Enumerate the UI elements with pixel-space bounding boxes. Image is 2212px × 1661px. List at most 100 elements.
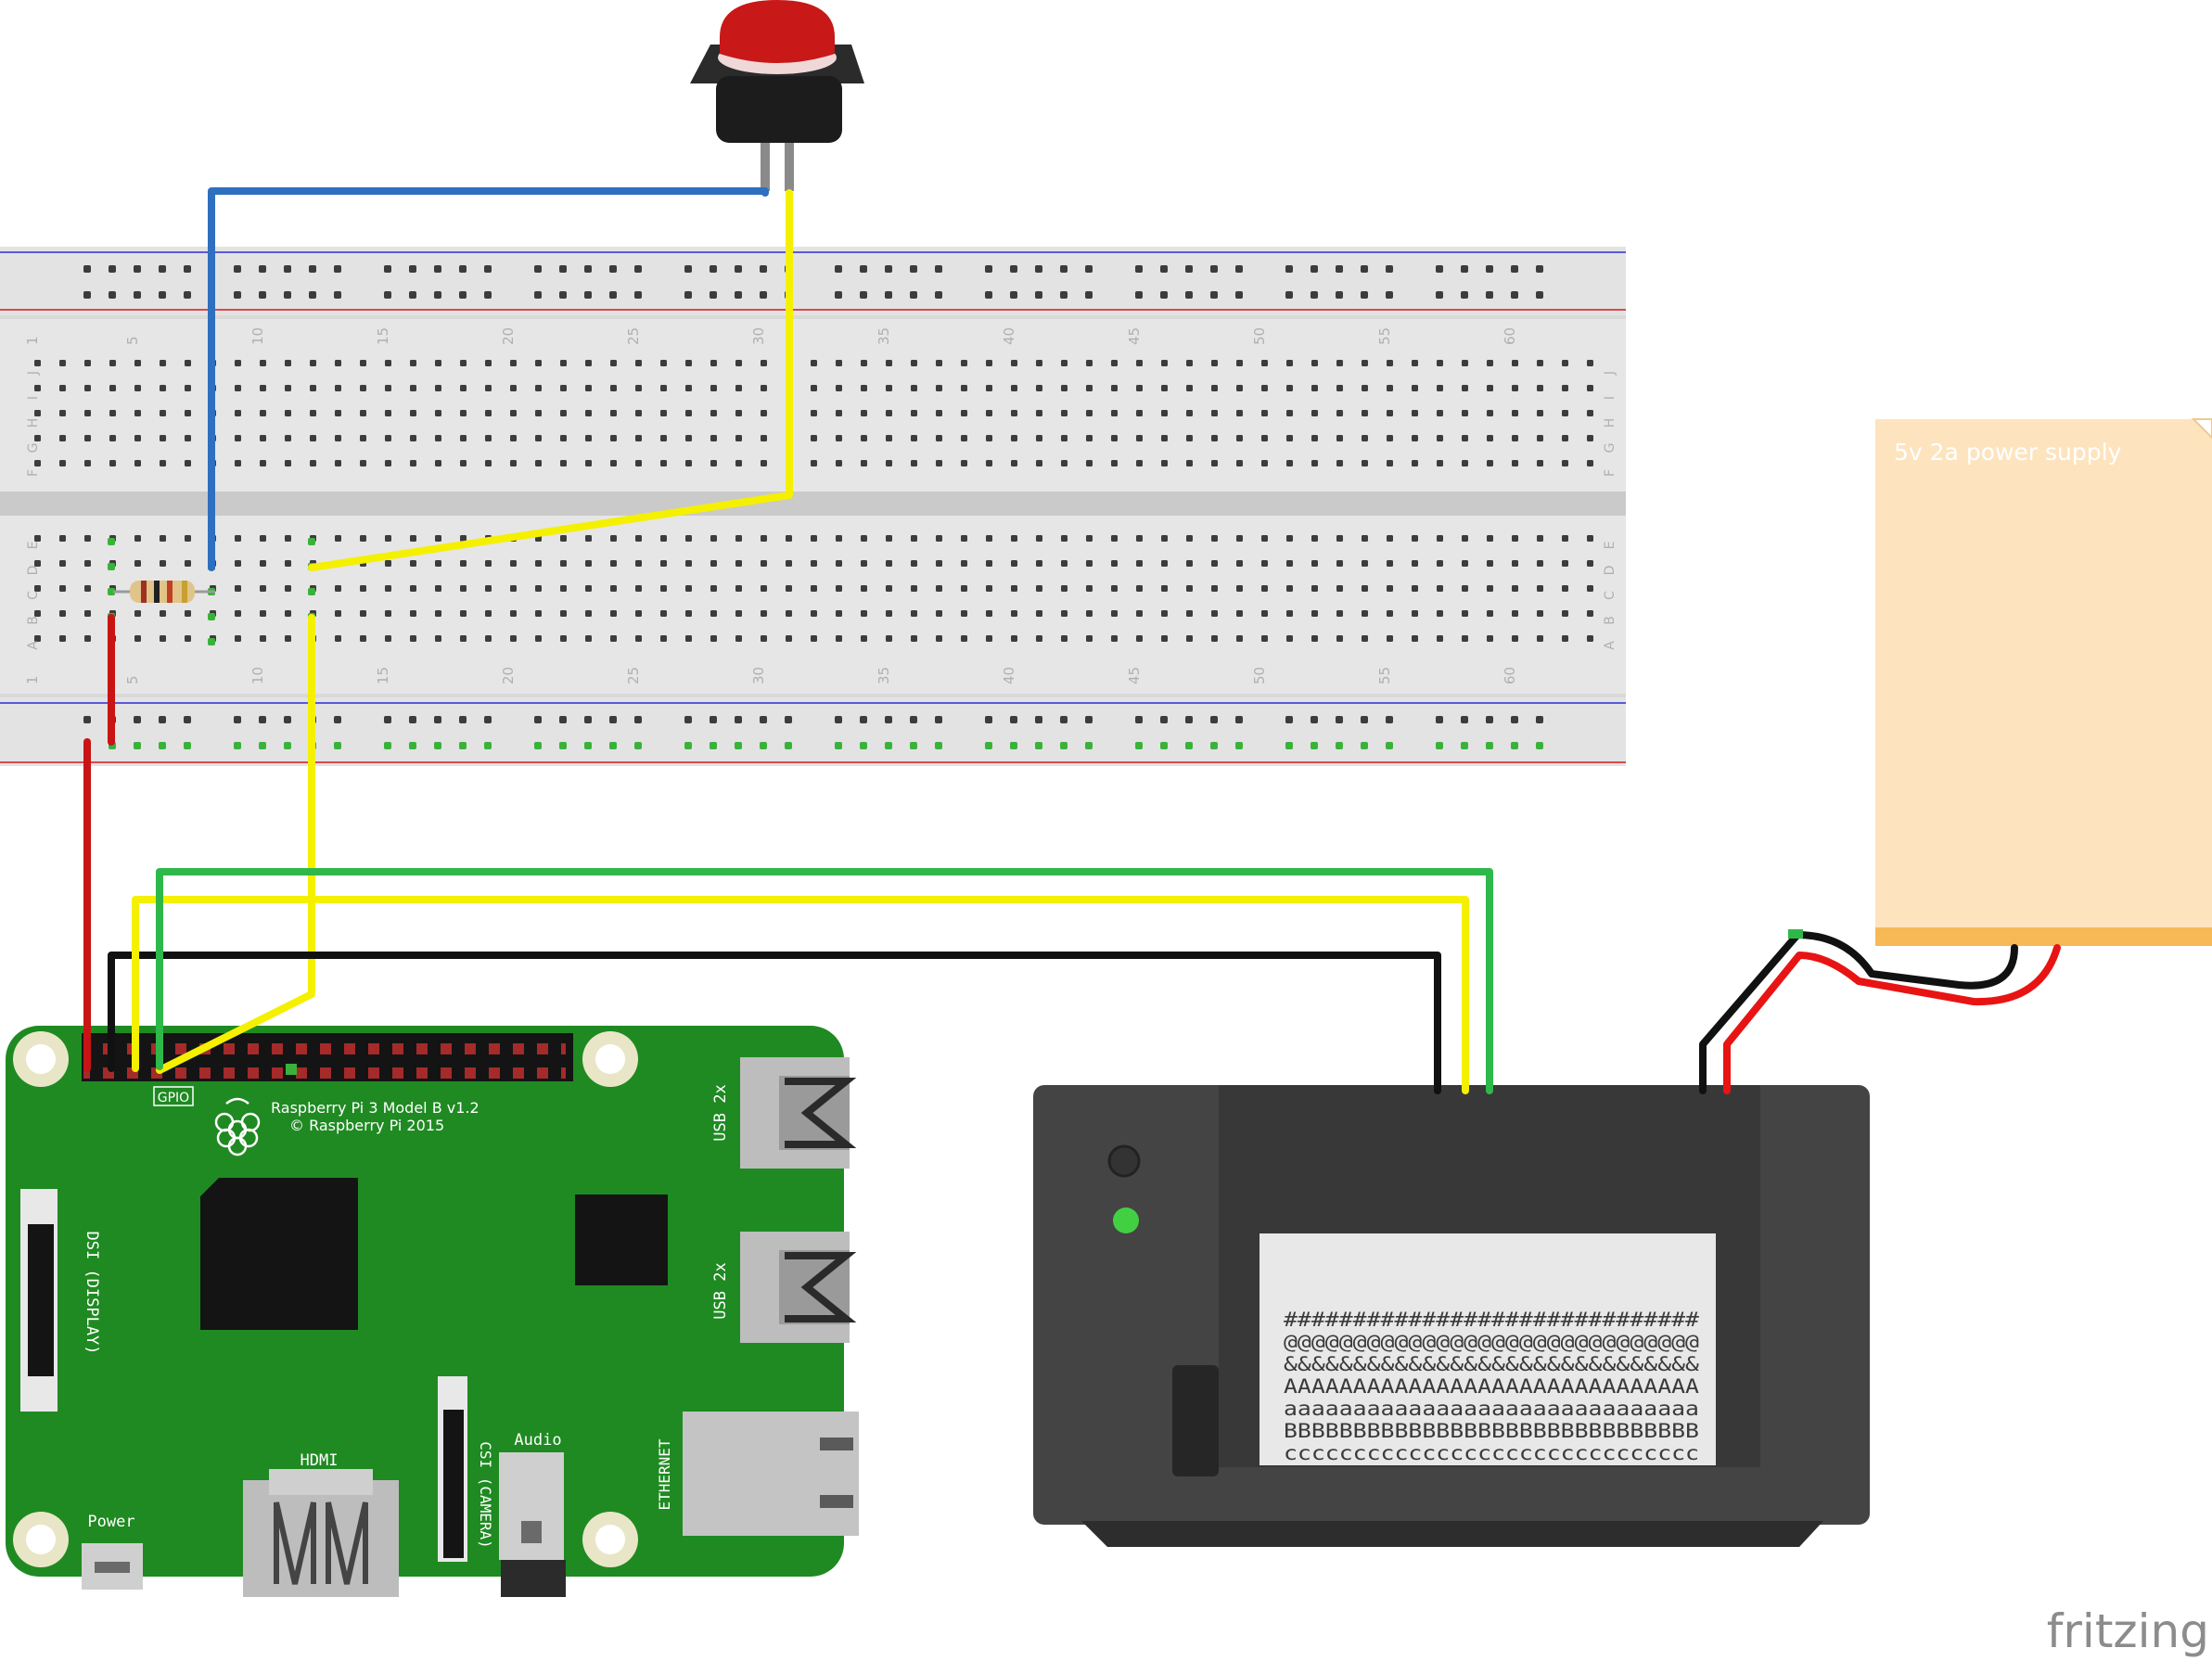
rail-hole [1185, 291, 1193, 299]
rail-hole [1361, 716, 1368, 723]
thermal-printer: ##############################@@@@@@@@@@… [1033, 1085, 1870, 1547]
rail-hole [1461, 742, 1468, 749]
paper-line: aaaaaaaaaaaaaaaaaaaaaaaaaaaaaa [1284, 1398, 1699, 1420]
rail-hole [259, 716, 266, 723]
rail-hole [159, 716, 166, 723]
csi-connector[interactable] [438, 1376, 467, 1562]
audio-jack[interactable] [499, 1452, 566, 1597]
rail-hole [1511, 291, 1518, 299]
rail-hole [534, 716, 542, 723]
rail-hole [1386, 265, 1393, 273]
rail-hole [935, 716, 942, 723]
ethernet-port[interactable] [683, 1412, 859, 1536]
push-button[interactable] [690, 0, 864, 191]
hdmi-port[interactable] [243, 1469, 399, 1597]
rail-hole [284, 265, 291, 273]
rail-hole [1536, 265, 1543, 273]
rail-hole [885, 291, 892, 299]
rail-hole [684, 265, 692, 273]
gpio-pin-green[interactable] [286, 1064, 297, 1075]
rail-hole [1361, 742, 1368, 749]
rail-hole [1135, 265, 1143, 273]
rail-hole [935, 742, 942, 749]
rail-hole [1085, 742, 1093, 749]
column-number-bottom: 50 [1251, 667, 1268, 684]
rail-hole [1285, 742, 1293, 749]
rail-hole [234, 265, 241, 273]
rail-hole [184, 716, 191, 723]
rail-hole [1336, 291, 1343, 299]
column-number-top: 40 [1001, 327, 1017, 345]
printer-base [1081, 1521, 1823, 1547]
rail-hole [1311, 291, 1318, 299]
rail-hole [1285, 716, 1293, 723]
rail-hole [1436, 742, 1443, 749]
rail-hole [835, 291, 842, 299]
rail-hole [184, 742, 191, 749]
rail-hole [409, 742, 416, 749]
rail-hole [1486, 716, 1493, 723]
rail-hole [1160, 291, 1168, 299]
column-number-bottom: 5 [124, 675, 141, 684]
rail-hole [559, 291, 567, 299]
row-letter: F [1603, 469, 1617, 477]
rail-hole [684, 742, 692, 749]
rail-hole [1486, 291, 1493, 299]
usb-port-bottom[interactable] [740, 1232, 857, 1343]
paper-line: &&&&&&&&&&&&&&&&&&&&&&&&&&&&&& [1284, 1353, 1699, 1375]
usb-port-top[interactable] [740, 1057, 857, 1169]
gpio-pins[interactable] [83, 1033, 566, 1081]
column-number-bottom: 35 [876, 667, 892, 684]
rail-hole [1085, 291, 1093, 299]
rail-hole [1135, 291, 1143, 299]
rail-hole [1060, 716, 1068, 723]
dsi-connector[interactable] [20, 1189, 58, 1412]
rail-hole [1386, 291, 1393, 299]
rail-hole [409, 291, 416, 299]
rail-hole [584, 742, 592, 749]
rail-hole [134, 716, 141, 723]
rail-hole [459, 265, 467, 273]
printer-paper-text: ##############################@@@@@@@@@@… [1284, 1309, 1699, 1464]
row-letter: A [1603, 641, 1617, 650]
rail-hole [309, 265, 316, 273]
column-number-top: 35 [876, 327, 892, 345]
row-letter: D [26, 566, 41, 576]
rail-hole [559, 265, 567, 273]
rail-hole [584, 291, 592, 299]
rail-hole [459, 716, 467, 723]
rail-hole [234, 291, 241, 299]
column-number-top: 5 [124, 336, 141, 345]
rail-hole [1361, 265, 1368, 273]
rail-hole [835, 742, 842, 749]
paper-line: BBBBBBBBBBBBBBBBBBBBBBBBBBBBBB [1284, 1420, 1699, 1442]
soc-chip [200, 1178, 358, 1330]
power-supply-label: 5v 2a power supply [1894, 439, 2122, 466]
rail-hole [1511, 265, 1518, 273]
rail-hole [1311, 716, 1318, 723]
column-number-top: 45 [1126, 327, 1143, 345]
rail-hole [1436, 291, 1443, 299]
printer-feed-button[interactable] [1107, 1144, 1141, 1178]
rail-hole [384, 716, 391, 723]
rail-hole [409, 265, 416, 273]
column-number-bottom: 10 [249, 667, 266, 684]
rail-hole [860, 265, 867, 273]
wire-black-printer [108, 952, 1441, 1094]
rail-hole [434, 265, 441, 273]
rail-hole [534, 742, 542, 749]
row-letter: I [1603, 396, 1617, 400]
rail-hole [935, 291, 942, 299]
power-port[interactable] [82, 1543, 143, 1590]
pi-copyright-text: © Raspberry Pi 2015 [289, 1117, 444, 1134]
rail-hole [1010, 716, 1017, 723]
ethernet-label: ETHERNET [656, 1438, 673, 1510]
rail-hole [1235, 265, 1243, 273]
rail-hole [1160, 265, 1168, 273]
column-number-bottom: 60 [1502, 667, 1518, 684]
rail-hole [434, 742, 441, 749]
rail-hole [885, 716, 892, 723]
